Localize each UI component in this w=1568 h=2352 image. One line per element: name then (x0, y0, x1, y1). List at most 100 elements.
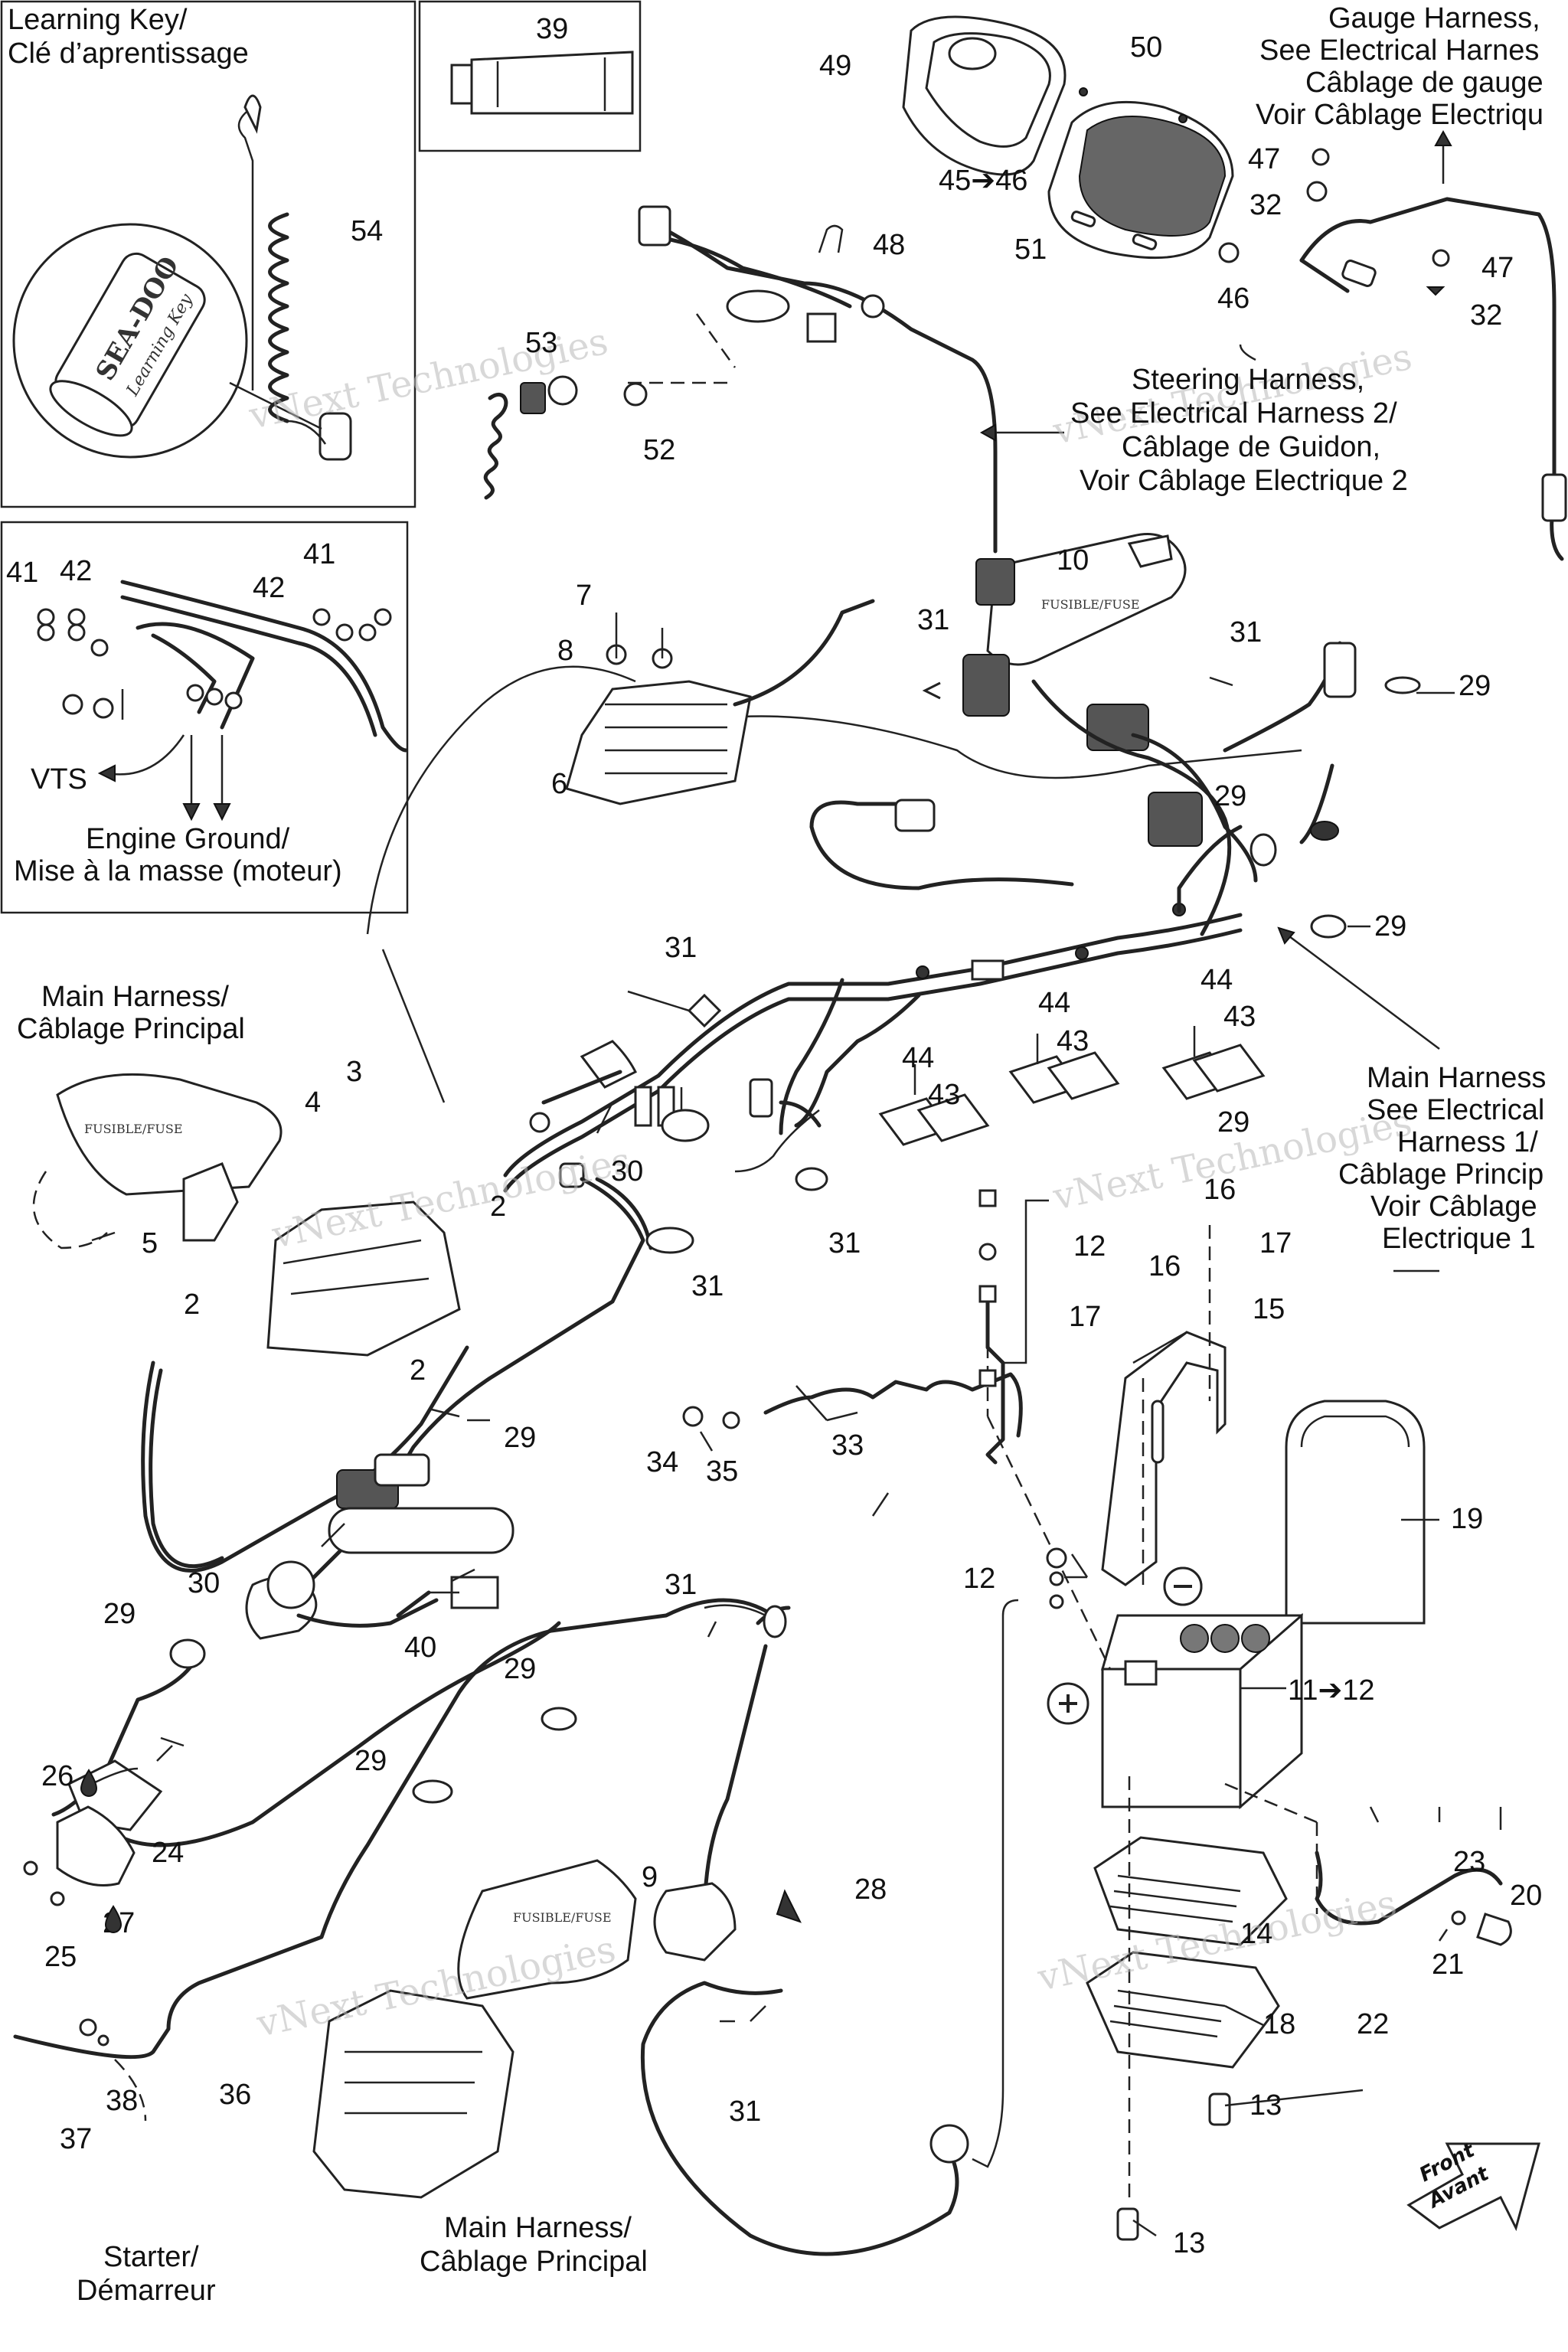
part-54: 54 (351, 215, 383, 247)
drop-icon-27 (104, 1905, 122, 1933)
steering-harness-title-fr: Câblage de Guidon, (1122, 431, 1380, 463)
gauge-assembly (902, 15, 1240, 263)
learning-key-title-fr: Clé d’aprentissage (8, 38, 249, 70)
fuse-box-text-bottom: FUSIBLE/FUSE (513, 1910, 612, 1925)
part-47-top: 47 (1248, 143, 1280, 175)
part-38: 38 (106, 2085, 138, 2117)
part-50: 50 (1130, 31, 1162, 64)
voltage-regulator-6 (565, 599, 875, 805)
relay-clips (878, 1026, 1266, 1146)
callout-texts: Learning Key/ Clé d’aprentissage Gauge H… (8, 2, 1546, 2307)
gauge-harness-ref-fr: Voir Câblage Electriqu (1256, 99, 1544, 131)
leader-lines (451, 423, 1502, 2237)
part-5: 5 (142, 1227, 158, 1259)
part-31-c: 31 (665, 932, 697, 964)
ground-cable-33 (682, 1189, 1067, 1609)
part-46: 46 (1217, 283, 1250, 315)
steering-harness (483, 205, 998, 554)
part-18: 18 (1263, 2008, 1295, 2040)
part-52: 52 (643, 434, 675, 466)
part-28: 28 (854, 1873, 887, 1906)
part-30-a: 30 (611, 1155, 643, 1187)
part-32-top: 32 (1250, 189, 1282, 221)
learning-key-title: Learning Key/ (8, 4, 188, 36)
part-26: 26 (41, 1760, 74, 1792)
part-36: 36 (219, 2079, 251, 2111)
part-16-b: 16 (1148, 1250, 1181, 1282)
part-3: 3 (346, 1056, 362, 1088)
steering-harness-ref-fr: Voir Câblage Electrique 2 (1080, 465, 1408, 497)
part-23: 23 (1453, 1846, 1485, 1878)
part-47-right: 47 (1481, 252, 1514, 284)
part-17-a: 17 (1259, 1227, 1292, 1259)
part-29-e: 29 (504, 1422, 536, 1454)
part-31-e: 31 (691, 1270, 724, 1302)
steering-harness-title: Steering Harness, (1132, 364, 1364, 396)
part-13-b: 13 (1173, 2227, 1205, 2259)
part-33: 33 (831, 1429, 864, 1462)
part-20: 20 (1510, 1880, 1542, 1912)
gauge-harness-wire (1299, 129, 1567, 561)
part-12-b: 12 (963, 1563, 995, 1595)
part-29-g: 29 (504, 1653, 536, 1685)
main-harness-right-ref-fr-2: Electrique 1 (1382, 1223, 1536, 1255)
part-10: 10 (1057, 544, 1089, 577)
part-48: 48 (873, 229, 905, 261)
part-31-g: 31 (729, 2096, 761, 2128)
part-7: 7 (576, 580, 592, 612)
part-6: 6 (551, 768, 567, 800)
gauge-harness-ref: See Electrical Harnes (1259, 34, 1539, 67)
part-2-c: 2 (410, 1354, 426, 1387)
part-49: 49 (819, 50, 851, 82)
part-34: 34 (646, 1446, 678, 1478)
steering-harness-ref: See Electrical Harness 2/ (1070, 397, 1397, 430)
part-11-12: 11➔12 (1288, 1674, 1375, 1707)
part-31-f: 31 (665, 1569, 697, 1601)
starter-title-fr: Démarreur (77, 2275, 216, 2307)
part-29-b: 29 (1214, 780, 1246, 812)
part-35: 35 (706, 1455, 738, 1488)
part-29-a: 29 (1459, 670, 1491, 702)
part-32-right: 32 (1470, 299, 1502, 332)
main-harness-upper: FUSIBLE/FUSE (366, 533, 1357, 1103)
part-43-c: 43 (928, 1079, 960, 1111)
part-40: 40 (404, 1632, 436, 1664)
main-harness-right-title-fr: Câblage Princip (1338, 1158, 1544, 1191)
main-harness-left-title: Main Harness/ (41, 981, 229, 1013)
part-9: 9 (642, 1861, 658, 1893)
vts-label: VTS (31, 763, 87, 795)
part-2-a: 2 (490, 1191, 506, 1223)
main-harness-left-title-fr: Câblage Principal (17, 1013, 245, 1045)
part-43-b: 43 (1223, 1001, 1256, 1033)
part-16-a: 16 (1204, 1174, 1236, 1206)
part-2-b: 2 (184, 1289, 200, 1321)
part-14: 14 (1240, 1918, 1272, 1950)
drop-icon-26 (80, 1769, 98, 1797)
starter-title: Starter/ (103, 2241, 199, 2273)
part-45-46: 45➔46 (939, 165, 1027, 197)
starter-cable (640, 1599, 1019, 2256)
part-37: 37 (60, 2123, 92, 2155)
part-15: 15 (1253, 1293, 1285, 1325)
main-harness-right-title: Main Harness (1367, 1062, 1546, 1094)
main-harness-trunk (304, 825, 1243, 1587)
part-17-b: 17 (1069, 1301, 1101, 1333)
engine-ground-illustration (37, 580, 408, 822)
part-41-left: 41 (6, 557, 38, 589)
part-19: 19 (1451, 1503, 1483, 1535)
part-8: 8 (557, 635, 573, 667)
battery-group (986, 1225, 1512, 2241)
sensor-24 (23, 1767, 139, 1906)
part-42-right: 42 (253, 572, 285, 604)
part-22: 22 (1357, 2008, 1389, 2040)
main-harness-right-ref-2: Harness 1/ (1397, 1126, 1538, 1158)
part-43-a: 43 (1057, 1025, 1089, 1057)
part-31-a: 31 (917, 604, 949, 636)
part-29-f: 29 (103, 1598, 136, 1630)
gauge-harness-title-fr: Câblage de gauge (1305, 67, 1544, 99)
part-29-c: 29 (1374, 910, 1406, 942)
part-4: 4 (305, 1086, 321, 1119)
watermark-3: vNext Technologies (268, 1139, 635, 1257)
engine-ground-title-fr: Mise à la masse (moteur) (14, 855, 342, 887)
